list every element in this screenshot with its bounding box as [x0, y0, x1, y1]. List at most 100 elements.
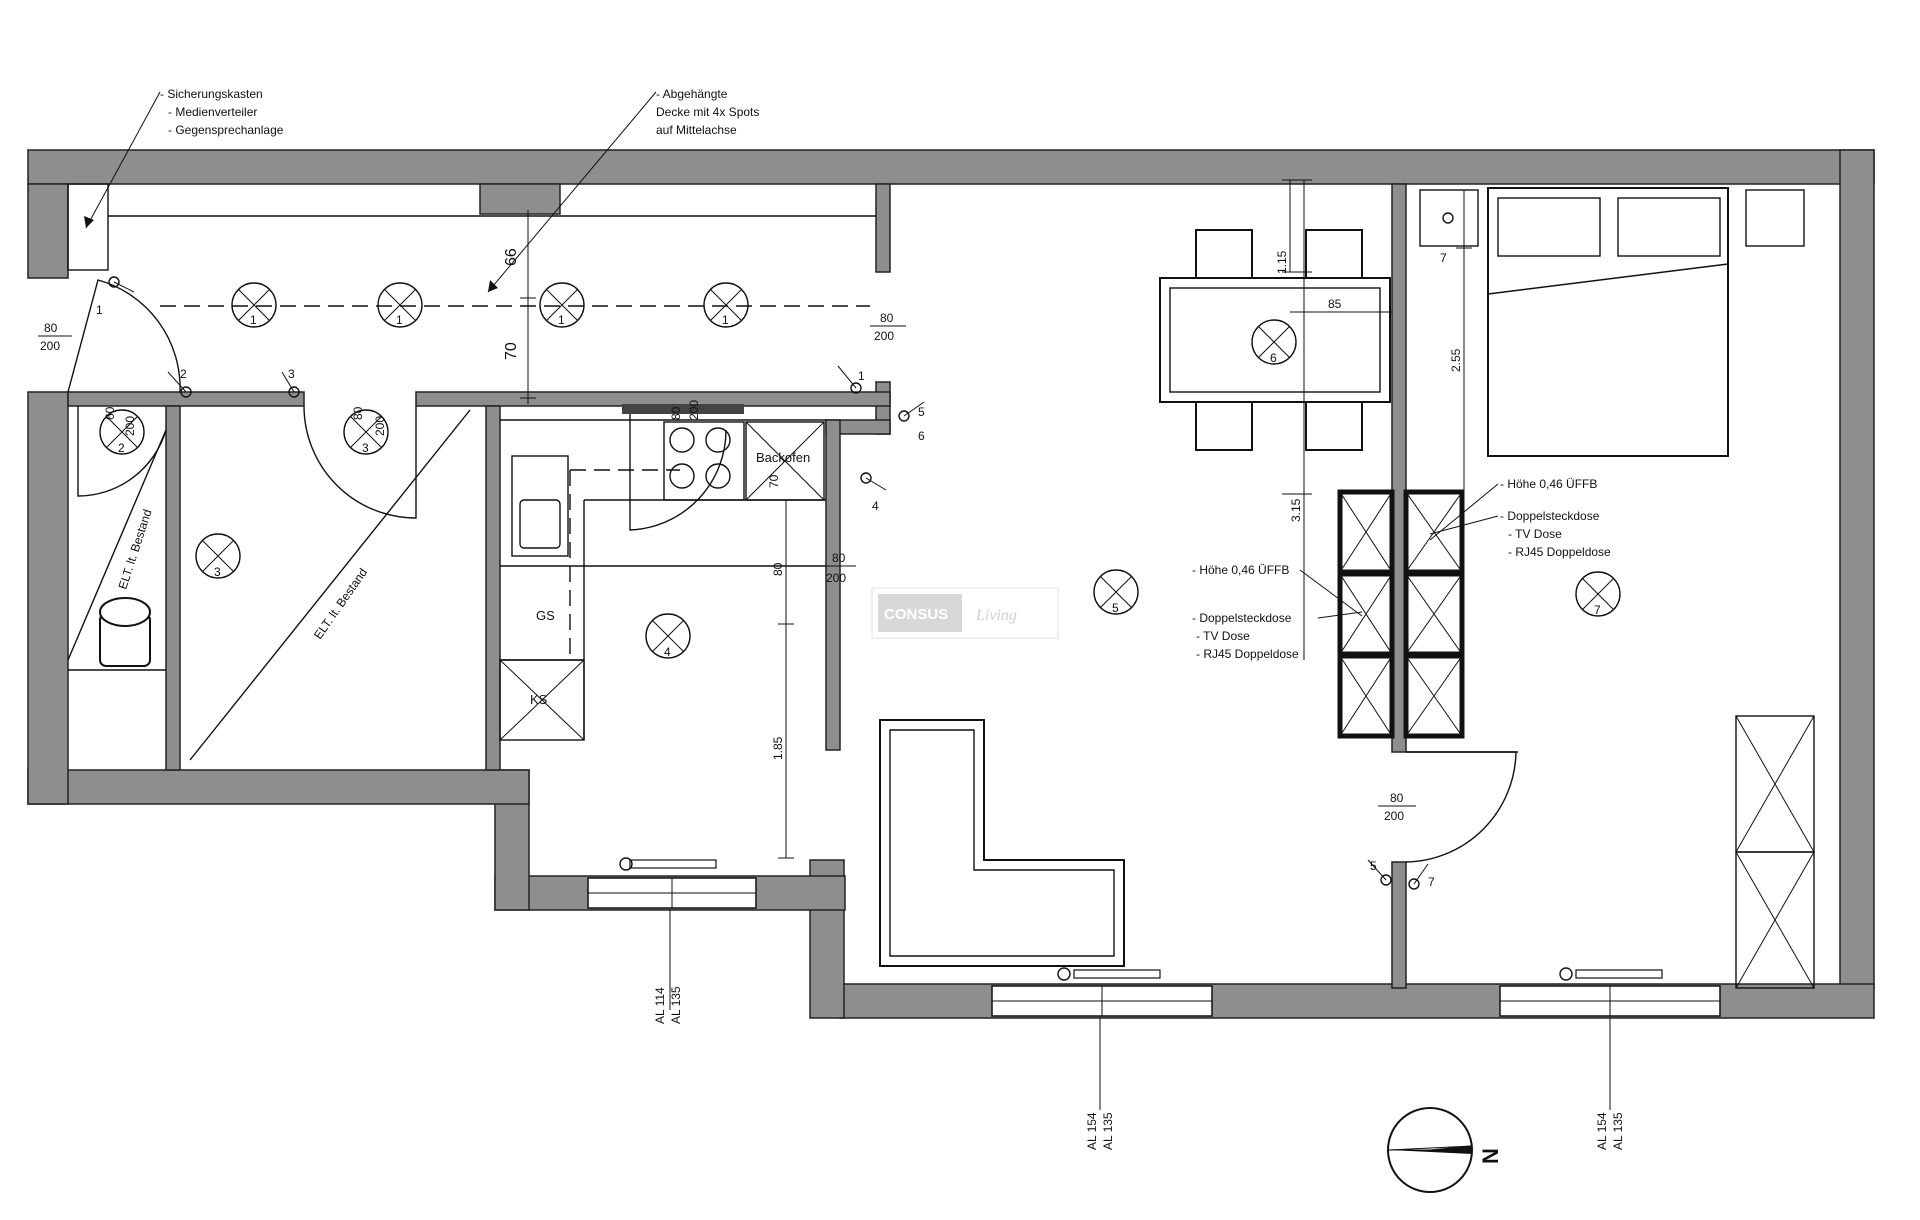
svg-text:80: 80: [880, 311, 894, 325]
svg-text:5: 5: [1112, 601, 1119, 615]
switch: 4: [860, 472, 887, 513]
sofa: [879, 719, 1125, 967]
svg-text:80: 80: [44, 321, 58, 335]
dim-dining-85: 85: [1328, 297, 1342, 311]
double-bed: [1487, 187, 1729, 457]
svg-text:AL 135: AL 135: [1611, 1112, 1625, 1150]
svg-text:- Medienverteiler: - Medienverteiler: [168, 105, 257, 119]
dim-hall-top: 66: [503, 248, 520, 266]
electrical-panel: [67, 183, 109, 271]
wall-kitchen-living: [825, 419, 841, 751]
watermark-brand: CONSUS: [884, 606, 948, 623]
radiator-bedroom: [1575, 969, 1663, 979]
svg-text:5: 5: [1370, 859, 1377, 873]
fridge: [499, 659, 585, 741]
svg-text:2: 2: [180, 367, 187, 381]
wall-niche: [479, 183, 561, 215]
switch: 2: [167, 367, 192, 398]
svg-text:- Doppelsteckdose: - Doppelsteckdose: [1500, 509, 1600, 523]
gs-label: GS: [536, 608, 555, 623]
dim-kitchen-70: 70: [767, 474, 781, 488]
switch: 7: [1408, 863, 1435, 890]
svg-text:1: 1: [396, 313, 403, 327]
svg-text:7: 7: [1428, 875, 1435, 889]
light: 3: [195, 533, 241, 579]
svg-text:- TV Dose: - TV Dose: [1196, 629, 1250, 643]
cooktop: [663, 421, 745, 501]
wardrobe-bottom: [1735, 851, 1815, 989]
svg-text:auf Mittelachse: auf Mittelachse: [656, 123, 737, 137]
living-room: 1.15 85 3.15: [879, 179, 1392, 981]
svg-text:- Doppelsteckdose: - Doppelsteckdose: [1192, 611, 1292, 625]
watermark: CONSUS Living: [871, 587, 1059, 639]
svg-text:- Höhe 0,46 ÜFFB: - Höhe 0,46 ÜFFB: [1192, 563, 1289, 577]
svg-text:1: 1: [250, 313, 257, 327]
svg-text:4: 4: [872, 499, 879, 513]
wall-living-upper: [875, 183, 891, 273]
wall-bedroom-lower: [1391, 861, 1407, 989]
svg-text:200: 200: [1384, 809, 1404, 823]
svg-text:5: 5: [918, 405, 925, 419]
svg-text:200: 200: [40, 339, 60, 353]
outer-wall-right: [1839, 149, 1875, 989]
svg-text:200: 200: [874, 329, 894, 343]
switch: 6: [918, 429, 925, 443]
annotation-ceiling: - Abgehängte Decke mit 4x Spots auf Mitt…: [487, 87, 759, 293]
svg-text:- Gegensprechanlage: - Gegensprechanlage: [168, 123, 284, 137]
svg-text:6: 6: [918, 429, 925, 443]
dim-bed-255: 2.55: [1449, 348, 1463, 372]
svg-text:80: 80: [669, 406, 683, 420]
windows: [587, 877, 1721, 1017]
annotation-sockets-right: - Höhe 0,46 ÜFFB - Doppelsteckdose - TV …: [1429, 477, 1611, 559]
svg-text:6: 6: [1270, 351, 1277, 365]
chair-1: [1195, 229, 1253, 279]
svg-text:60: 60: [103, 406, 117, 420]
svg-text:- RJ45 Doppeldose: - RJ45 Doppeldose: [1508, 545, 1611, 559]
svg-text:- Sicherungskasten: - Sicherungskasten: [160, 87, 263, 101]
switch: 3: [281, 367, 300, 398]
watermark-script: Living: [975, 607, 1017, 624]
chair-4: [1305, 401, 1363, 451]
elt-label-wc: ELT. lt. Bestand: [311, 566, 370, 642]
svg-text:1: 1: [722, 313, 729, 327]
dining-table: [1159, 277, 1391, 403]
svg-text:AL 154: AL 154: [1085, 1112, 1099, 1150]
svg-text:200: 200: [123, 416, 137, 436]
pillow-right: [1617, 197, 1721, 257]
door-labels: 80 200 80 200 60 200 80 200 80 200 80 20…: [38, 311, 1416, 823]
outer-wall-left-upper: [27, 183, 69, 279]
svg-text:4: 4: [664, 645, 671, 659]
chair-3: [1195, 401, 1253, 451]
ks-label: KS: [530, 692, 548, 707]
svg-text:7: 7: [1594, 603, 1601, 617]
dim-kitchen-80: 80: [771, 562, 785, 576]
svg-text:Decke mit 4x Spots: Decke mit 4x Spots: [656, 105, 759, 119]
light: 2: [99, 409, 145, 455]
door-wc: [303, 405, 417, 519]
compass-north: N: [1478, 1148, 1503, 1164]
svg-text:- Höhe 0,46 ÜFFB: - Höhe 0,46 ÜFFB: [1500, 477, 1597, 491]
svg-text:AL 135: AL 135: [669, 986, 683, 1024]
dim-dining-115: 1.15: [1275, 250, 1289, 274]
svg-text:1: 1: [558, 313, 565, 327]
svg-text:80: 80: [1390, 791, 1404, 805]
dim-kitchen-185: 1.85: [771, 736, 785, 760]
switch: 5: [898, 401, 925, 422]
svg-text:- TV Dose: - TV Dose: [1508, 527, 1562, 541]
svg-text:- RJ45 Doppeldose: - RJ45 Doppeldose: [1196, 647, 1299, 661]
window-height-labels: AL 114 AL 135 AL 154 AL 135 AL 154 AL 13…: [653, 910, 1625, 1150]
outer-wall-left-lower: [27, 391, 69, 805]
wall-bedroom-upper: [1391, 183, 1407, 753]
nightstand-left: [1419, 189, 1479, 247]
ceiling-lights: 1 1 1 1 2 3 3 4 5 6 7: [99, 282, 1621, 659]
door-kitchen: [629, 406, 727, 531]
svg-text:AL 154: AL 154: [1595, 1112, 1609, 1150]
switch: 5: [1367, 859, 1392, 886]
elt-label-bath: ELT. lt. Bestand: [116, 508, 155, 591]
svg-text:200: 200: [373, 416, 387, 436]
switch: 7: [1440, 212, 1454, 265]
radiator-kitchen: [629, 859, 717, 869]
door-entrance: [67, 279, 181, 393]
annotation-panel-box: - Sicherungskasten - Medienverteiler - G…: [84, 87, 284, 229]
